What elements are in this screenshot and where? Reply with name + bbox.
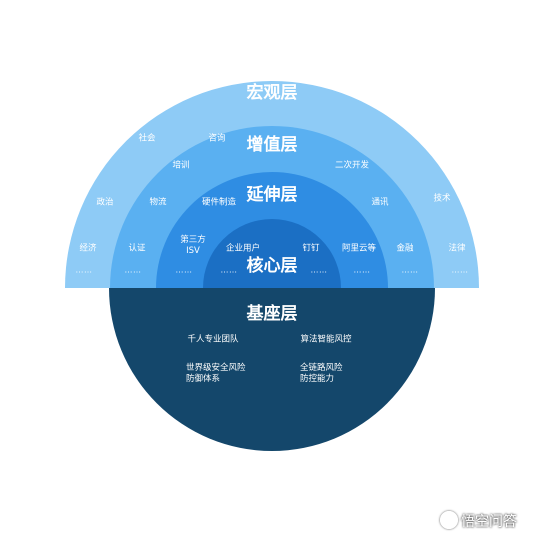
core-layer-disc	[203, 219, 341, 288]
base-item-security: 世界级安全风险防御体系	[186, 362, 246, 384]
macro-layer-title: 宏观层	[247, 82, 298, 103]
value-added-item-telecom: 通讯	[371, 197, 389, 208]
value-added-item-finance: 金融	[396, 243, 414, 254]
extension-layer-title: 延伸层	[246, 184, 298, 205]
base-item-chain: 全链路风险防控能力	[300, 362, 343, 384]
watermark-logo-icon	[440, 511, 458, 529]
core-item-enterprise-users: 企业用户	[226, 243, 260, 254]
macro-item-law: 法律	[448, 243, 466, 254]
macro-item-more-left: ……	[76, 266, 93, 275]
value-added-item-certification: 认证	[128, 243, 146, 254]
base-item-algorithm: 算法智能风控	[300, 334, 352, 345]
value-added-item-logistics: 物流	[149, 197, 167, 208]
extension-item-more-left: ……	[176, 266, 193, 275]
extension-item-aliyun: 阿里云等	[342, 243, 377, 254]
extension-item-more-right: ……	[354, 266, 371, 275]
extension-item-hardware: 硬件制造	[202, 197, 237, 208]
value-added-item-more-right: ……	[402, 266, 419, 275]
watermark-text: 悟空问答	[461, 514, 517, 530]
value-added-item-secondary-dev: 二次开发	[335, 160, 370, 171]
value-added-item-consulting: 咨询	[208, 133, 225, 144]
core-item-more-right: ……	[311, 266, 328, 275]
value-added-layer-title: 增值层	[247, 134, 298, 155]
value-added-item-training: 培训	[172, 160, 189, 171]
base-layer-title: 基座层	[246, 303, 298, 324]
macro-item-economy: 经济	[79, 243, 97, 254]
macro-item-politics: 政治	[96, 197, 114, 208]
watermark: 悟空问答	[440, 511, 517, 531]
macro-item-technology: 技术	[433, 193, 451, 204]
macro-item-society: 社会	[138, 133, 156, 144]
base-item-team: 千人专业团队	[187, 334, 239, 345]
value-added-item-more-left: ……	[125, 266, 142, 275]
macro-item-more-right: ……	[452, 266, 469, 275]
extension-item-dingtalk: 钉钉	[302, 243, 320, 254]
core-item-more-left: ……	[221, 266, 238, 275]
core-layer-title: 核心层	[247, 255, 298, 276]
